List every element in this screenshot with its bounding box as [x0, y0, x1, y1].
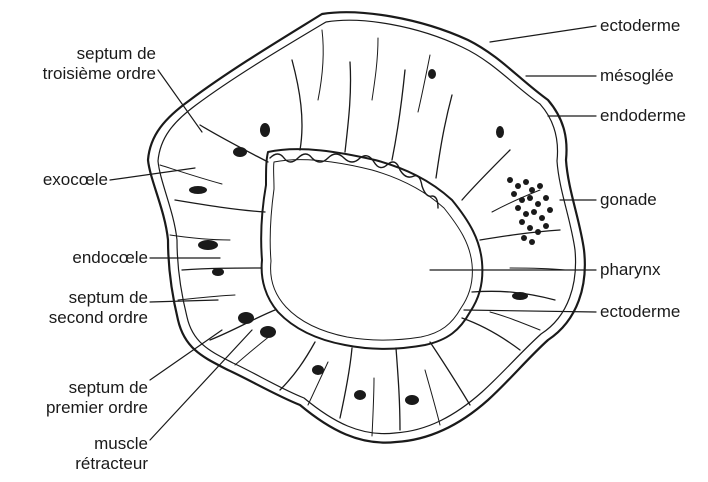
label-endoderme: endoderme [600, 106, 686, 126]
label-pharynx: pharynx [600, 260, 660, 280]
pharynx-folds [270, 154, 438, 208]
secondary-septa [160, 30, 565, 436]
label-septum-second-line2: second ordre [20, 308, 148, 328]
label-ectoderme-bottom: ectoderme [600, 302, 680, 322]
pharynx-wall-inner [270, 160, 472, 340]
label-muscle-line1: muscle [20, 434, 148, 454]
inner-body-wall [158, 20, 576, 433]
label-septum-second-line1: septum de [20, 288, 148, 308]
label-septum-premier-line2: premier ordre [20, 398, 148, 418]
label-ectoderme-top: ectoderme [600, 16, 680, 36]
label-muscle-line2: rétracteur [20, 454, 148, 474]
label-muscle-retracteur: muscle rétracteur [20, 434, 148, 474]
first-order-septa [175, 60, 560, 430]
label-gonade: gonade [600, 190, 657, 210]
label-septum-troisieme-line1: septum de [20, 44, 156, 64]
leader-lines [110, 26, 596, 440]
retractor-muscles [189, 69, 528, 405]
pharynx-wall [261, 149, 482, 349]
label-septum-second-ordre: septum de second ordre [20, 288, 148, 328]
label-septum-premier-line1: septum de [20, 378, 148, 398]
label-exocoele: exocœle [20, 170, 108, 190]
label-endocoele: endocœle [20, 248, 148, 268]
label-septum-premier-ordre: septum de premier ordre [20, 378, 148, 418]
label-septum-troisieme-line2: troisième ordre [20, 64, 156, 84]
outer-body-wall [148, 12, 585, 442]
label-mesoglee: mésoglée [600, 66, 674, 86]
label-septum-troisieme-ordre: septum de troisième ordre [20, 44, 156, 84]
